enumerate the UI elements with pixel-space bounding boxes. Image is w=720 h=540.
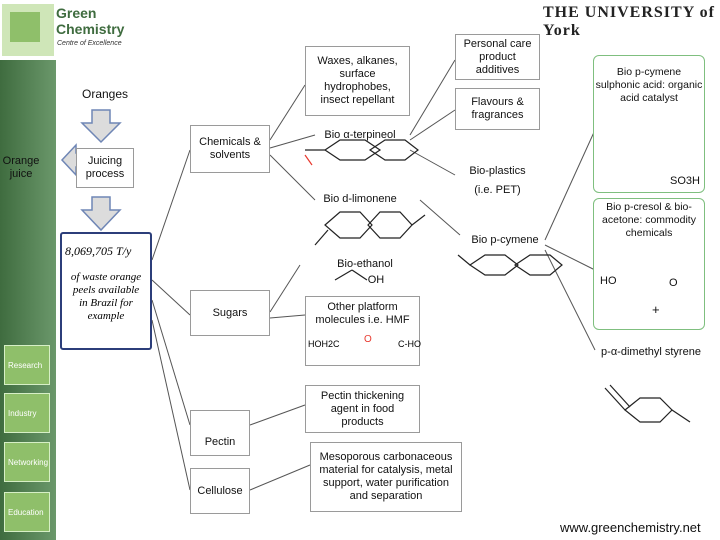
logo-subtitle: Centre of Excellence (57, 40, 122, 47)
sugars-box: Sugars (190, 290, 270, 336)
university-logo: THE UNIVERSITY of York (543, 4, 715, 39)
hmf-right-label: C-HO (398, 339, 421, 349)
ho-label: HO (600, 275, 617, 287)
plus-label: + (652, 302, 660, 317)
chemicals-solvents-box: Chemicals & solvents (190, 125, 270, 173)
sidebar-item-research[interactable]: Research (4, 345, 50, 385)
pet-label: (i.e. PET) (474, 184, 521, 196)
sulphonic-acid-label: Bio p-cymene sulphonic acid: organic aci… (595, 66, 703, 104)
pectin-thickening-box: Pectin thickening agent in food products (305, 385, 420, 433)
waste-amount: 8,069,705 T/y (65, 244, 132, 258)
so3h-label: SO3H (670, 175, 700, 187)
oranges-label: Oranges (81, 87, 129, 101)
pectin-box: Pectin (190, 410, 250, 456)
sidebar-item-label: Industry (8, 408, 37, 418)
waxes-box: Waxes, alkanes, surface hydrophobes, ins… (305, 46, 410, 116)
personal-care-box: Personal care product additives (455, 34, 540, 80)
mesoporous-box: Mesoporous carbonaceous material for cat… (310, 442, 462, 512)
hmf-left-label: HOH2C (308, 339, 340, 349)
terpineol-label: Bio α-terpineol (324, 129, 396, 141)
ethanol-label: Bio-ethanol (337, 258, 393, 270)
logo-line2: Chemistry (56, 21, 125, 37)
sulphonic-acid-box: Bio p-cymene sulphonic acid: organic aci… (593, 55, 705, 193)
orange-juice-box: Orange juice (2, 155, 40, 180)
cresol-label: Bio p-cresol & bio-acetone: commodity ch… (602, 201, 696, 239)
footer-url[interactable]: www.greenchemistry.net (560, 520, 701, 535)
logo[interactable] (2, 4, 54, 56)
platform-box: Other platform molecules i.e. HMF (305, 296, 420, 366)
limonene-label: Bio d-limonene (323, 193, 397, 205)
waste-note: of waste orange peels available in Brazi… (70, 271, 142, 322)
cymene-label: Bio p-cymene (471, 234, 539, 246)
ethanol-oh: OH (367, 274, 385, 286)
cellulose-box: Cellulose (190, 468, 250, 514)
sidebar-item-label: Education (8, 507, 44, 517)
sidebar-item-label: Networking (8, 457, 49, 467)
sidebar-item-label: Research (8, 360, 43, 370)
sidebar-item-industry[interactable]: Industry (4, 393, 50, 433)
juicing-process-box: Juicing process (76, 148, 134, 188)
hmf-oxygen: O (364, 334, 372, 345)
cresol-box: Bio p-cresol & bio-acetone: commodity ch… (593, 198, 705, 330)
acetone-o-label: O (669, 277, 678, 289)
sidebar-item-networking[interactable]: Networking (4, 442, 50, 482)
styrene-label: p-α-dimethyl styrene (601, 346, 701, 358)
bioplastics-label: Bio-plastics (469, 165, 526, 177)
sidebar-item-education[interactable]: Education (4, 492, 50, 532)
waste-box: 8,069,705 T/y of waste orange peels avai… (60, 232, 152, 350)
flavours-box: Flavours & fragrances (455, 88, 540, 130)
logo-line1: Green (56, 5, 97, 21)
